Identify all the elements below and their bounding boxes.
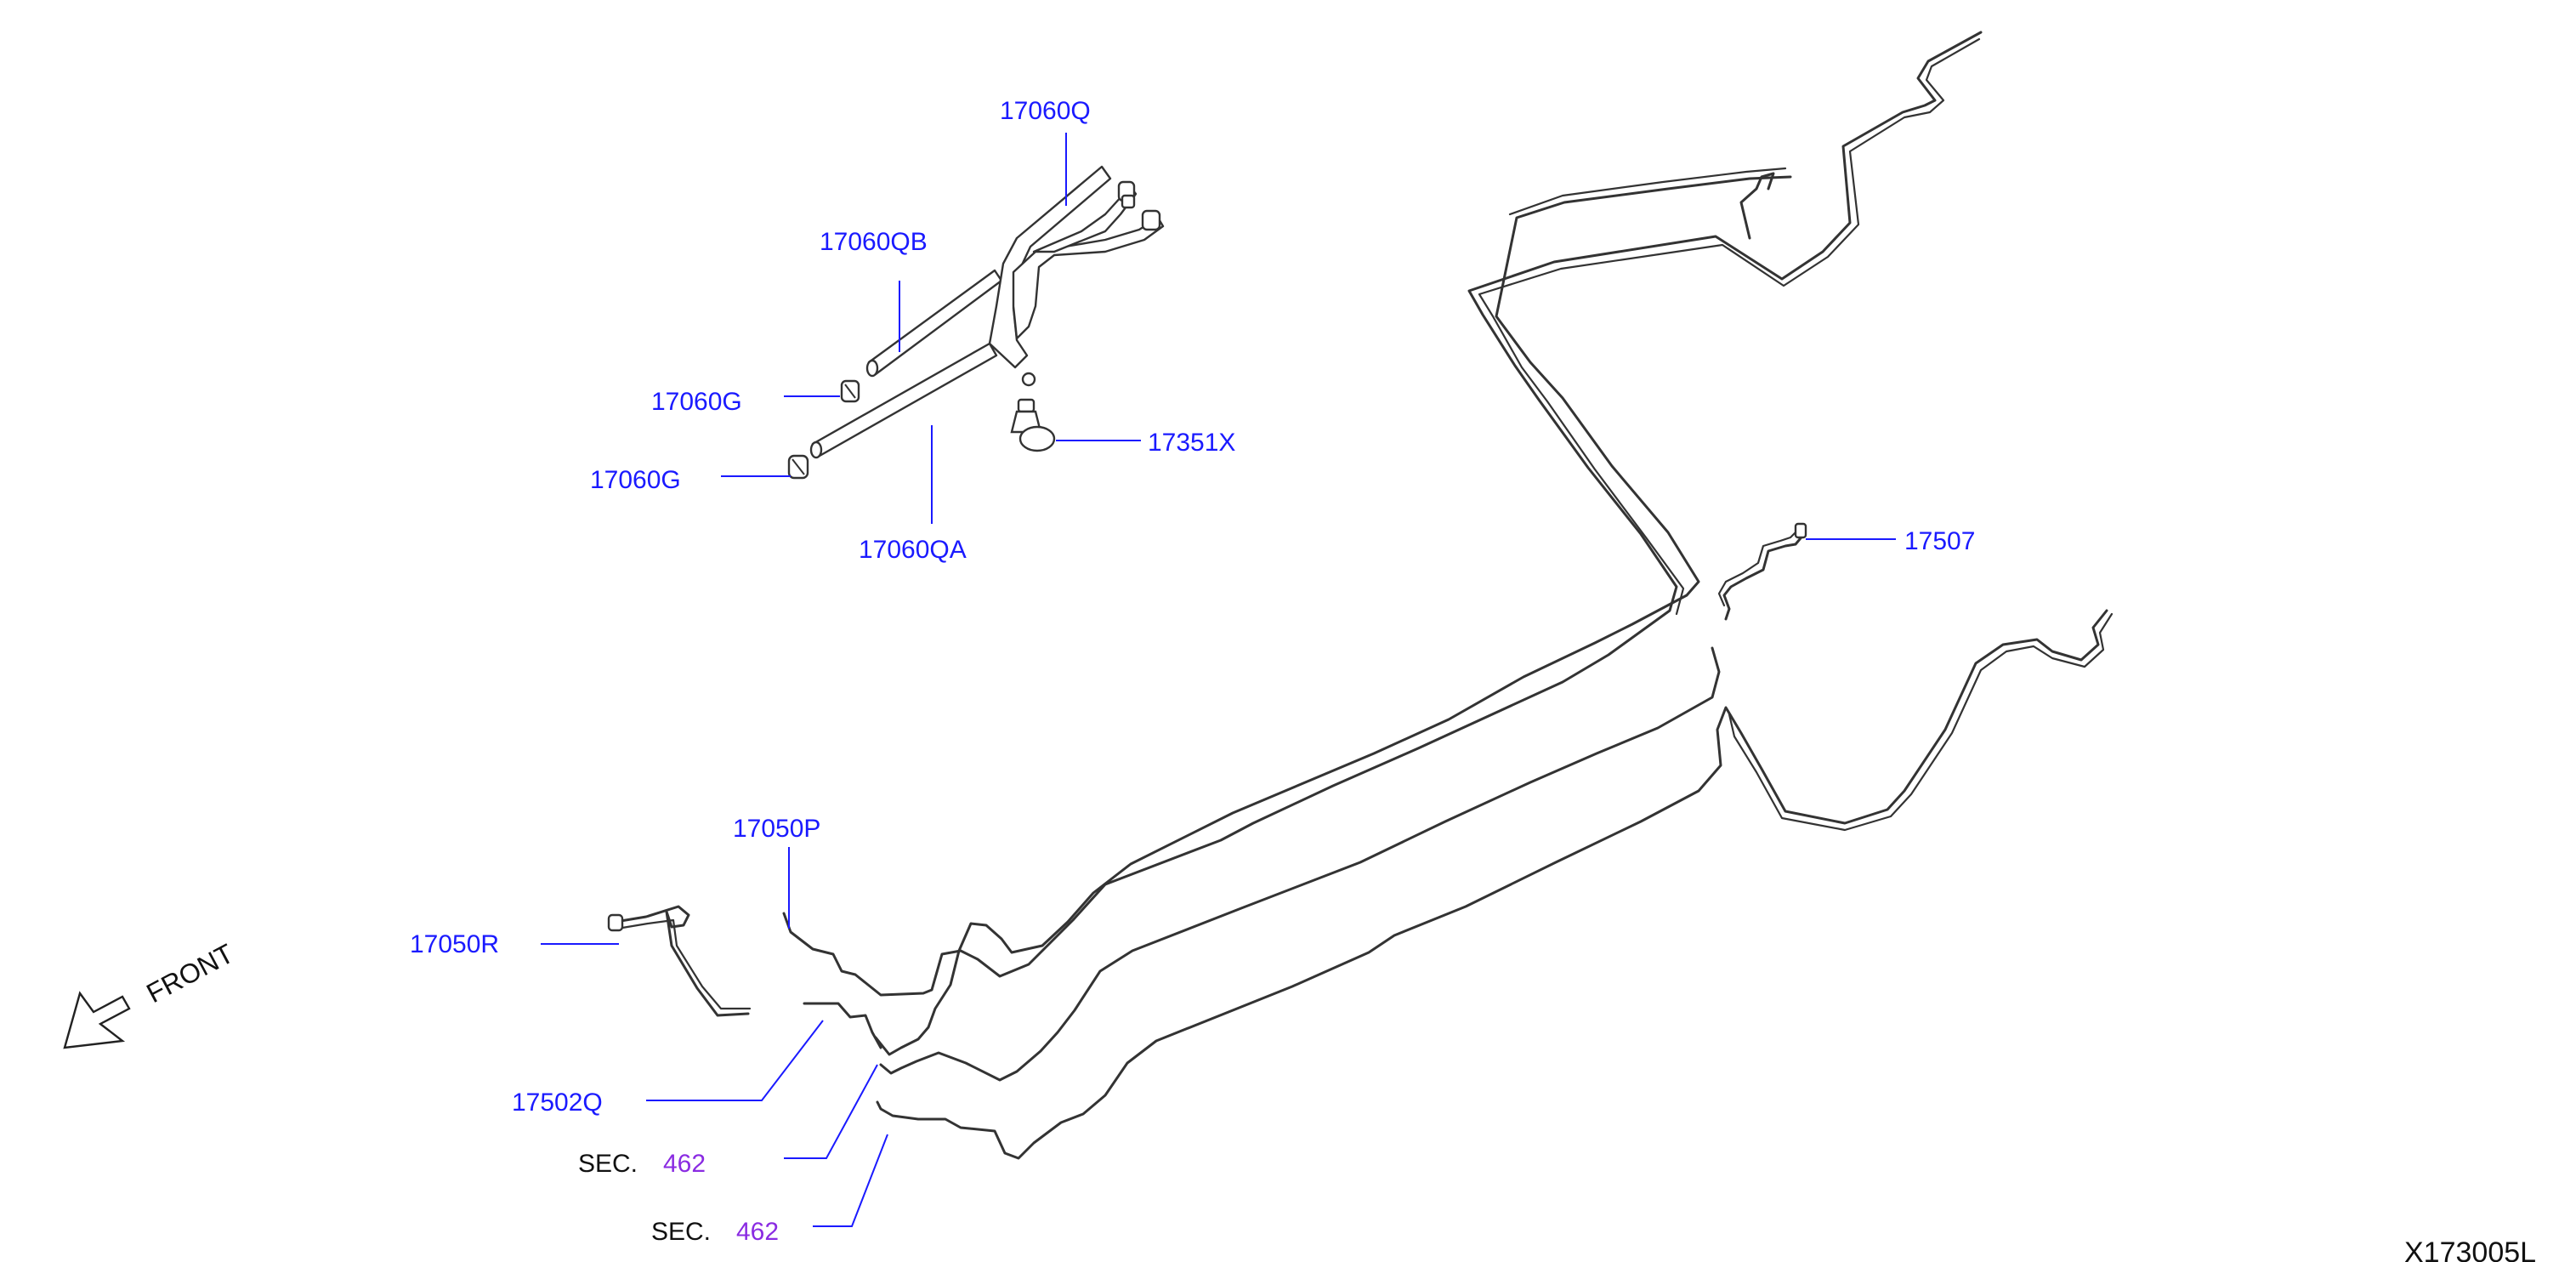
hose-17060QA bbox=[811, 342, 998, 458]
hose-17060QB-end bbox=[865, 359, 879, 378]
label-17060QB: 17060QB bbox=[820, 228, 928, 256]
tube-main-a bbox=[782, 31, 1983, 997]
label-sec-1-number[interactable]: 462 bbox=[663, 1150, 706, 1178]
tube-17507-inner bbox=[1717, 526, 1802, 607]
part-labels: 17060Q 17060QB 17060G 17060G 17060QA 173… bbox=[410, 97, 2536, 1262]
fitting-small bbox=[1021, 372, 1036, 387]
tube-17507 bbox=[1722, 532, 1806, 621]
main-tube-bundle bbox=[782, 31, 2114, 1160]
leader-lines bbox=[541, 133, 1896, 1227]
tube-17050R-inner bbox=[616, 918, 752, 1010]
label-17502Q: 17502Q bbox=[512, 1089, 603, 1117]
tube-main-d bbox=[876, 609, 2108, 1160]
clip-17507 bbox=[1794, 522, 1807, 539]
label-sec-2-number[interactable]: 462 bbox=[736, 1218, 779, 1246]
label-17351X: 17351X bbox=[1148, 429, 1235, 457]
front-label: FRONT bbox=[141, 938, 238, 1009]
hose-assembly-17060 bbox=[787, 165, 1165, 480]
tube-17502Q bbox=[803, 1002, 882, 1049]
clip-17050R bbox=[607, 913, 624, 932]
tube-17050R bbox=[614, 905, 750, 1017]
clamp-17060G-2 bbox=[787, 454, 809, 480]
label-sec-1: SEC. bbox=[578, 1150, 638, 1178]
clamp-17060G-1 bbox=[840, 379, 860, 403]
part-17507 bbox=[1717, 522, 1807, 621]
hose-17060Q bbox=[988, 165, 1112, 369]
leader-17502Q bbox=[646, 1020, 824, 1101]
tube-main-b-inner bbox=[1508, 167, 1787, 216]
hose-17060Q-fittings bbox=[1117, 180, 1161, 231]
part-17502Q bbox=[803, 1002, 882, 1049]
part-17050R bbox=[607, 905, 752, 1017]
leader-sec462-1 bbox=[784, 1064, 878, 1159]
front-arrow-icon: FRONT bbox=[63, 938, 239, 1049]
label-17050R: 17050R bbox=[410, 930, 499, 958]
valve-17351X bbox=[1010, 398, 1056, 452]
label-17060Q: 17060Q bbox=[1000, 97, 1091, 125]
tube-main-d-inner bbox=[1728, 612, 2114, 832]
label-17060G-2: 17060G bbox=[590, 466, 681, 494]
label-17060G-1: 17060G bbox=[651, 388, 742, 416]
tube-main-b bbox=[874, 175, 1792, 1056]
tube-main-c bbox=[879, 646, 1721, 1082]
label-17050P: 17050P bbox=[733, 815, 820, 843]
leader-sec462-2 bbox=[813, 1134, 888, 1227]
tube-main-a-inner bbox=[1478, 37, 1981, 616]
label-sec-2: SEC. bbox=[651, 1218, 711, 1246]
hose-17060QA-end bbox=[809, 441, 823, 459]
tube-upper-hook bbox=[1739, 172, 1775, 240]
label-17507: 17507 bbox=[1904, 527, 1975, 555]
diagram-code: X173005L bbox=[2404, 1236, 2536, 1262]
label-17060QA: 17060QA bbox=[859, 536, 967, 564]
